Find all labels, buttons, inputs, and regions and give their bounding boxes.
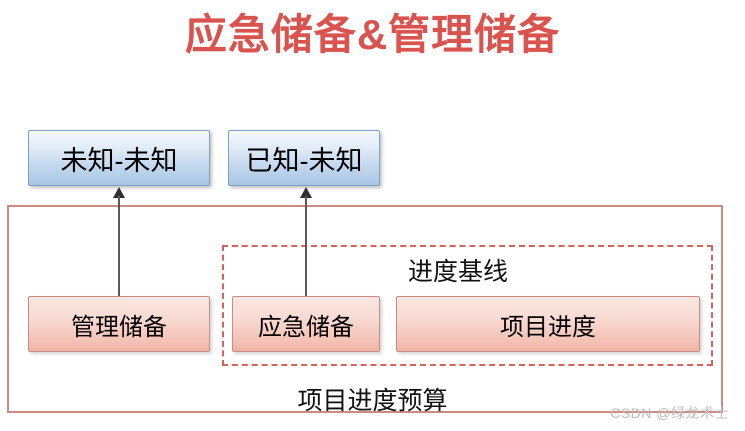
- arrow-shaft: [118, 196, 120, 297]
- box-project-schedule-label: 项目进度: [500, 313, 596, 341]
- box-known-unknown[interactable]: 已知-未知: [228, 130, 380, 186]
- arrow-up-contingency-reserve: [300, 187, 312, 297]
- arrow-head-icon: [113, 187, 125, 198]
- arrow-shaft: [305, 196, 307, 297]
- box-contingency-reserve[interactable]: 应急储备: [232, 296, 380, 352]
- project-schedule-budget-container: [7, 205, 723, 413]
- csdn-watermark: CSDN @绿龙术士: [610, 405, 729, 421]
- box-management-reserve-label: 管理储备: [71, 313, 167, 341]
- box-contingency-reserve-label: 应急储备: [258, 313, 354, 341]
- box-unknown-unknown-label: 未知-未知: [60, 145, 178, 176]
- box-management-reserve[interactable]: 管理储备: [28, 296, 210, 352]
- arrow-head-icon: [300, 187, 312, 198]
- schedule-baseline-label: 进度基线: [408, 258, 509, 286]
- box-unknown-unknown[interactable]: 未知-未知: [28, 130, 210, 186]
- box-project-schedule[interactable]: 项目进度: [396, 296, 700, 352]
- box-known-unknown-label: 已知-未知: [245, 145, 363, 176]
- schedule-baseline-container: [222, 245, 713, 366]
- page-title: 应急储备&管理储备: [184, 11, 561, 58]
- project-schedule-budget-label: 项目进度预算: [297, 387, 448, 415]
- arrow-up-management-reserve: [113, 187, 125, 297]
